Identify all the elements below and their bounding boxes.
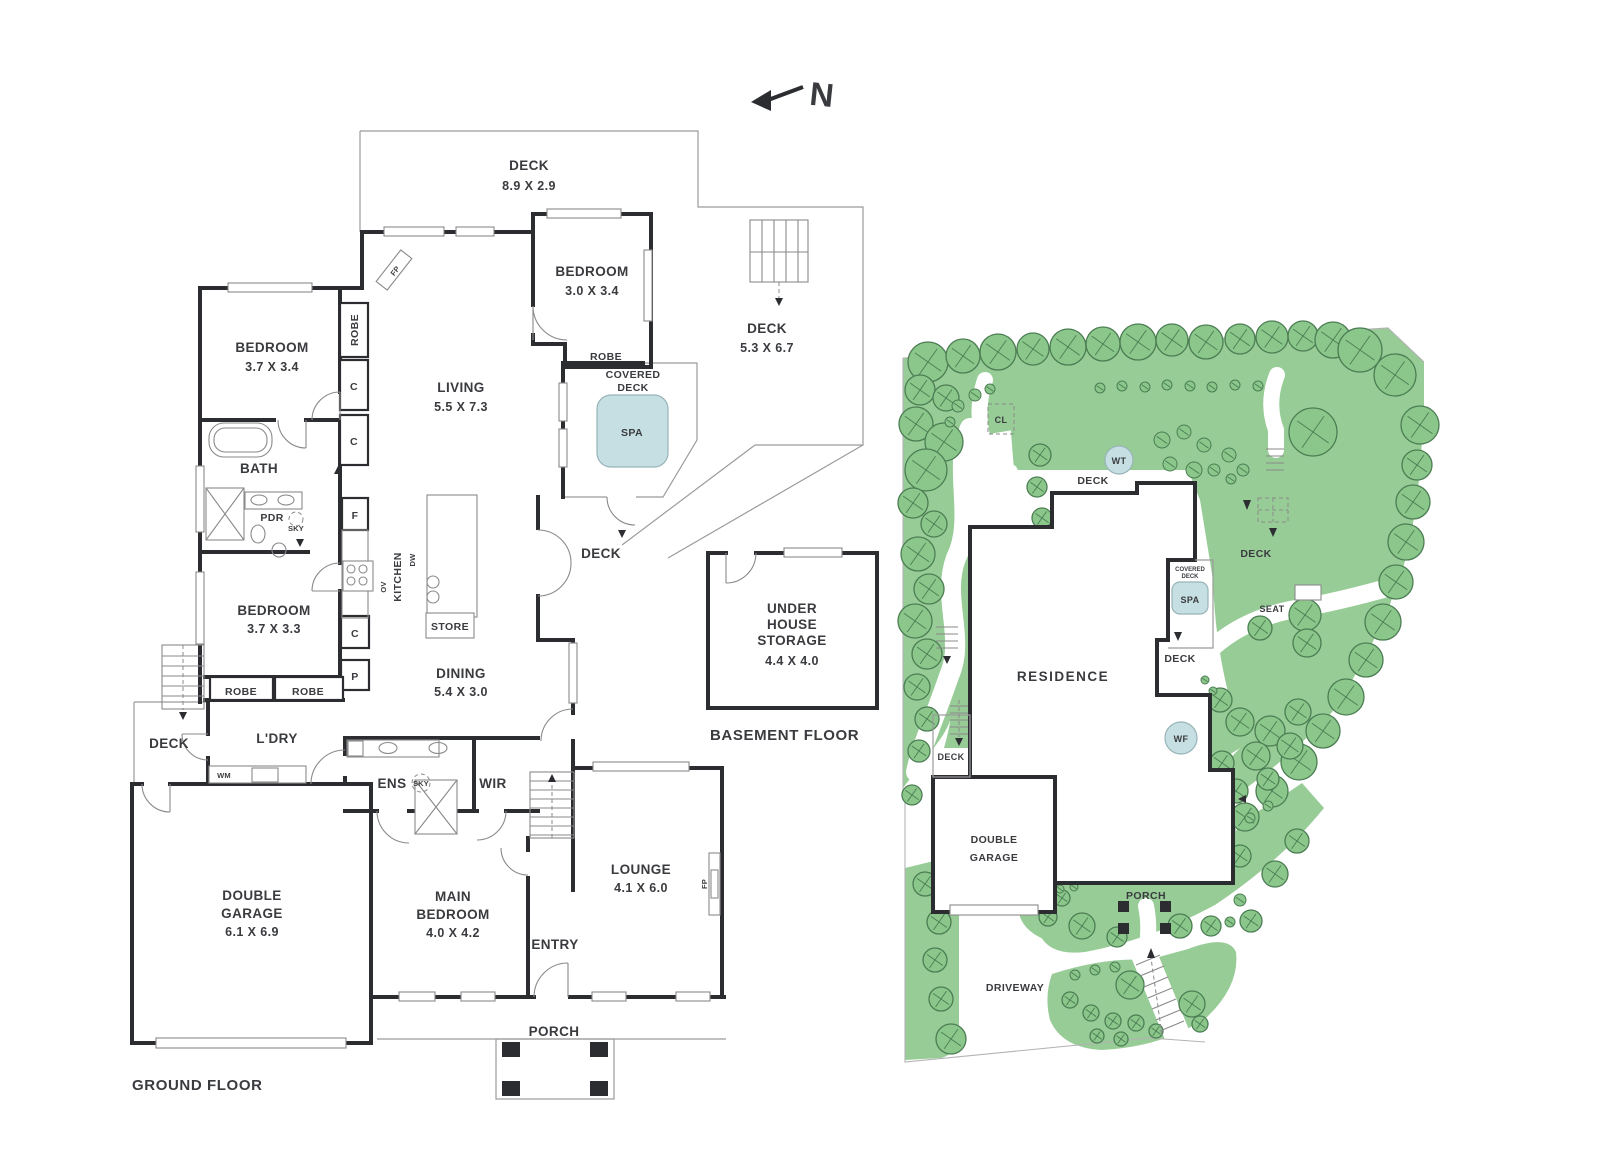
label-closet2: C: [350, 436, 358, 448]
label-kitchen: KITCHEN: [392, 552, 404, 601]
room-label-bedroom1: BEDROOM: [235, 340, 308, 355]
room-label-garage-1: DOUBLE: [222, 888, 281, 903]
room-dims-deck-top: 8.9 X 2.9: [502, 179, 556, 193]
room-label-mainbed-2: BEDROOM: [416, 907, 489, 922]
label-robe2: ROBE: [292, 686, 324, 698]
north-label: N: [808, 75, 836, 114]
room-label-bedroom3: BEDROOM: [237, 603, 310, 618]
label-fp-top: FP: [389, 264, 402, 277]
spa-tub: [596, 394, 669, 468]
room-label-dining: DINING: [436, 666, 486, 681]
room-label-storage-2: HOUSE: [767, 617, 817, 632]
room-label-mainbed-1: MAIN: [435, 889, 471, 904]
site-label-deck-mid: DECK: [1164, 653, 1195, 665]
room-label-deck-right: DECK: [747, 321, 787, 336]
site-label-garage-2: GARAGE: [970, 852, 1019, 864]
room-label-bath: BATH: [240, 461, 278, 476]
room-dims-living: 5.5 X 7.3: [434, 400, 488, 414]
label-robe-vert: ROBE: [349, 314, 361, 346]
label-spa: SPA: [621, 427, 643, 439]
room-label-deck-mid: DECK: [581, 546, 621, 561]
site-plan: CL WT DECK COVERED DECK SPA DECK SEAT RE…: [897, 320, 1440, 1063]
room-label-porch: PORCH: [529, 1024, 580, 1039]
room-label-storage-1: UNDER: [767, 601, 817, 616]
label-bedroom2-robe: ROBE: [590, 351, 622, 363]
label-closet1: C: [350, 381, 358, 393]
room-label-lounge: LOUNGE: [611, 862, 671, 877]
site-label-garage-1: DOUBLE: [971, 834, 1018, 846]
site-label-wf: WF: [1174, 734, 1189, 744]
site-label-residence: RESIDENCE: [1017, 669, 1109, 684]
site-label-deck-top: DECK: [1077, 475, 1108, 487]
label-robe1: ROBE: [225, 686, 257, 698]
room-label-deck-left: DECK: [149, 736, 189, 751]
site-garage: [931, 775, 1057, 914]
site-label-covered-2: DECK: [1181, 574, 1199, 580]
garden-trees: [897, 320, 1440, 1055]
room-dims-deck-right: 5.3 X 6.7: [740, 341, 794, 355]
label-covered-deck-1: COVERED: [606, 369, 661, 381]
site-label-wt: WT: [1112, 456, 1127, 466]
room-label-garage-2: GARAGE: [221, 906, 283, 921]
site-label-deck-right: DECK: [1240, 548, 1271, 560]
room-dims-bedroom2: 3.0 X 3.4: [565, 284, 619, 298]
room-label-storage-3: STORAGE: [757, 633, 826, 648]
label-covered-deck-2: DECK: [617, 382, 648, 394]
room-dims-storage: 4.4 X 4.0: [765, 654, 819, 668]
label-dw: DW: [408, 553, 417, 567]
room-dims-garage: 6.1 X 6.9: [225, 925, 279, 939]
label-ens-sky: SKY: [413, 779, 429, 788]
ground-floor-plan: DECK 8.9 X 2.9 BEDROOM 3.0 X 3.4 ROBE DE…: [130, 130, 864, 1100]
site-label-deck-left: DECK: [937, 752, 964, 762]
room-label-ens: ENS: [378, 776, 407, 791]
site-label-cl: CL: [995, 415, 1008, 425]
room-dims-bedroom3: 3.7 X 3.3: [247, 622, 301, 636]
basement-plan: UNDER HOUSE STORAGE 4.4 X 4.0 BASEMENT F…: [706, 547, 879, 744]
label-store: STORE: [431, 621, 469, 633]
basement-title: BASEMENT FLOOR: [710, 727, 859, 744]
label-fp-right: FP: [700, 879, 709, 889]
label-wm: WM: [217, 771, 231, 780]
site-label-porch: PORCH: [1126, 890, 1166, 902]
room-label-deck-top: DECK: [509, 158, 549, 173]
room-dims-dining: 5.4 X 3.0: [434, 685, 488, 699]
label-pantry: P: [351, 671, 358, 683]
room-dims-bedroom1: 3.7 X 3.4: [245, 360, 299, 374]
room-dims-mainbed: 4.0 X 4.2: [426, 926, 480, 940]
label-fridge: F: [352, 510, 359, 522]
label-closet3: C: [351, 628, 359, 640]
room-label-laundry: L'DRY: [256, 731, 297, 746]
site-label-driveway: DRIVEWAY: [986, 982, 1044, 994]
room-label-bedroom2: BEDROOM: [555, 264, 628, 279]
label-pdr-sky: SKY: [288, 524, 304, 533]
label-oven: OV: [379, 581, 388, 592]
label-pdr: PDR: [260, 512, 283, 524]
site-label-seat: SEAT: [1260, 604, 1285, 614]
room-label-wir: WIR: [479, 776, 506, 791]
room-label-entry: ENTRY: [531, 937, 578, 952]
north-arrow: N: [751, 75, 836, 114]
room-label-living: LIVING: [437, 380, 484, 395]
room-dims-lounge: 4.1 X 6.0: [614, 881, 668, 895]
site-label-spa: SPA: [1180, 595, 1199, 605]
site-label-covered-1: COVERED: [1175, 567, 1205, 573]
ground-floor-title: GROUND FLOOR: [132, 1077, 263, 1094]
